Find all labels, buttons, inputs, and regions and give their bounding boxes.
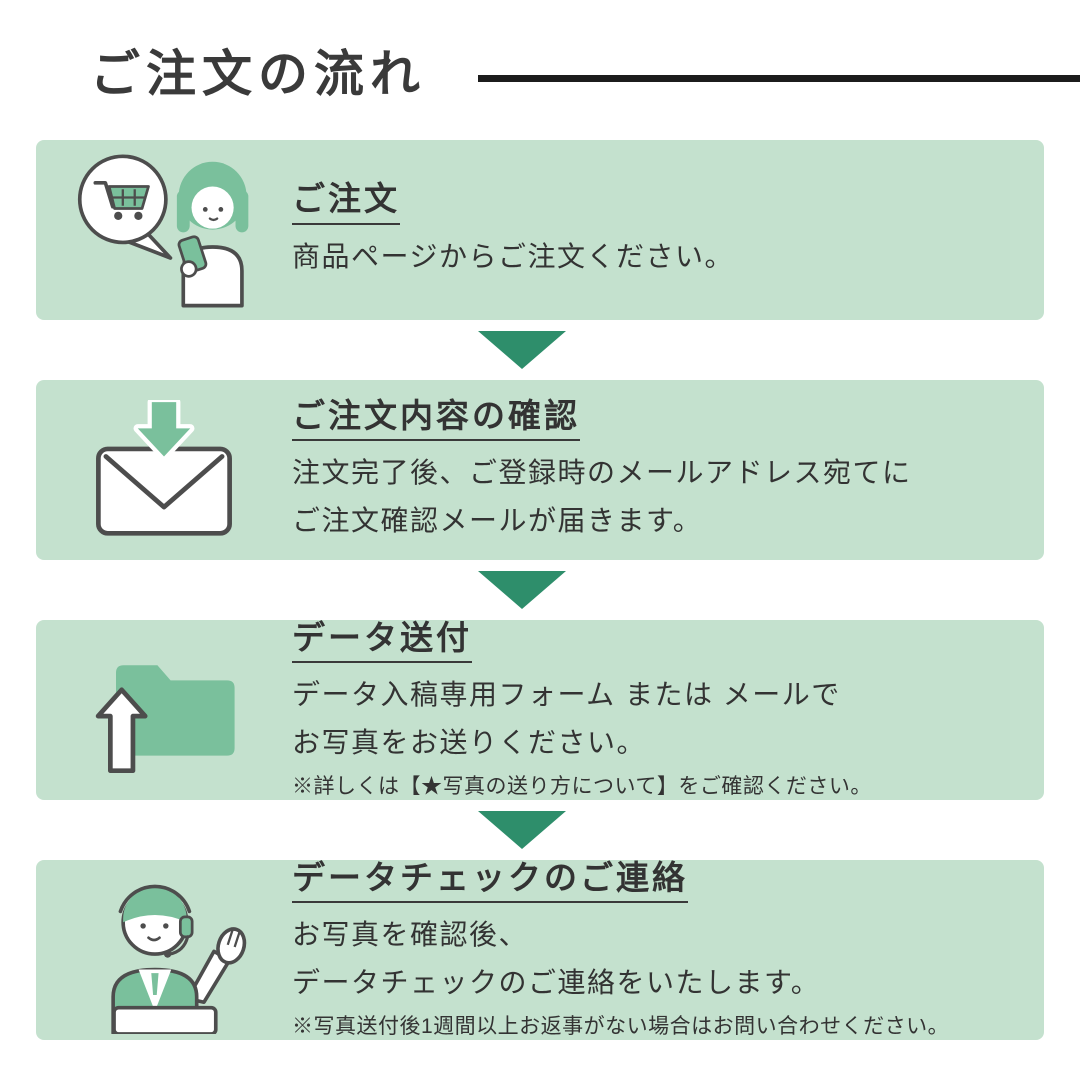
step-order-confirmation-text: ご注文内容の確認 注文完了後、ご登録時のメールアドレス宛てに ご注文確認メールが…	[292, 396, 1044, 545]
step-note: ※写真送付後1週間以上お返事がない場合はお問い合わせください。	[292, 1014, 950, 1038]
down-arrow	[478, 811, 566, 849]
step-data-send-text: データ送付 データ入稿専用フォーム または メールで お写真をお送りください。 …	[292, 618, 1044, 802]
down-arrow	[478, 331, 566, 369]
support-agent-illustration	[111, 884, 247, 1034]
step-order-confirmation: ご注文内容の確認 注文完了後、ご登録時のメールアドレス宛てに ご注文確認メールが…	[36, 380, 1044, 560]
mail-receive-illustration	[96, 399, 232, 536]
step-line: お写真をお送りください。	[292, 727, 647, 759]
step-heading: ご注文内容の確認	[292, 396, 580, 442]
header: ご注文の流れ	[0, 0, 1080, 104]
step-note: ※詳しくは【★写真の送り方について】をご確認ください。	[292, 774, 872, 798]
folder-upload-icon	[36, 637, 292, 783]
page-title: ご注文の流れ	[90, 46, 426, 102]
step-line: データチェックのご連絡をいたします。	[292, 967, 821, 999]
step-line: お写真を確認後、	[292, 919, 529, 951]
step-line: データ入稿専用フォーム または メールで	[292, 679, 841, 711]
step-heading: データ送付	[292, 618, 472, 664]
mail-receive-icon	[36, 399, 292, 541]
step-data-check-contact-text: データチェックのご連絡 お写真を確認後、 データチェックのご連絡をいたします。 …	[292, 858, 1044, 1042]
support-agent-icon	[36, 866, 292, 1034]
step-heading: ご注文	[292, 179, 400, 225]
title-rule	[478, 74, 1080, 82]
order-flow-page: ご注文の流れ	[0, 0, 1080, 1042]
step-data-send: データ送付 データ入稿専用フォーム または メールで お写真をお送りください。 …	[36, 618, 1044, 802]
step-line: 注文完了後、ご登録時のメールアドレス宛てに	[292, 457, 912, 489]
step-order: ご注文 商品ページからご注文ください。	[36, 140, 1044, 320]
woman-shopping-phone-icon	[36, 148, 292, 313]
woman-shopping-phone-illustration	[77, 153, 248, 307]
down-arrow	[478, 571, 566, 609]
step-order-text: ご注文 商品ページからご注文ください。	[292, 179, 1044, 280]
step-line: 商品ページからご注文ください。	[292, 241, 734, 272]
step-heading: データチェックのご連絡	[292, 858, 688, 904]
step-line: ご注文確認メールが届きます。	[292, 504, 703, 536]
step-data-check-contact: データチェックのご連絡 お写真を確認後、 データチェックのご連絡をいたします。 …	[36, 858, 1044, 1042]
folder-upload-illustration	[95, 665, 235, 774]
